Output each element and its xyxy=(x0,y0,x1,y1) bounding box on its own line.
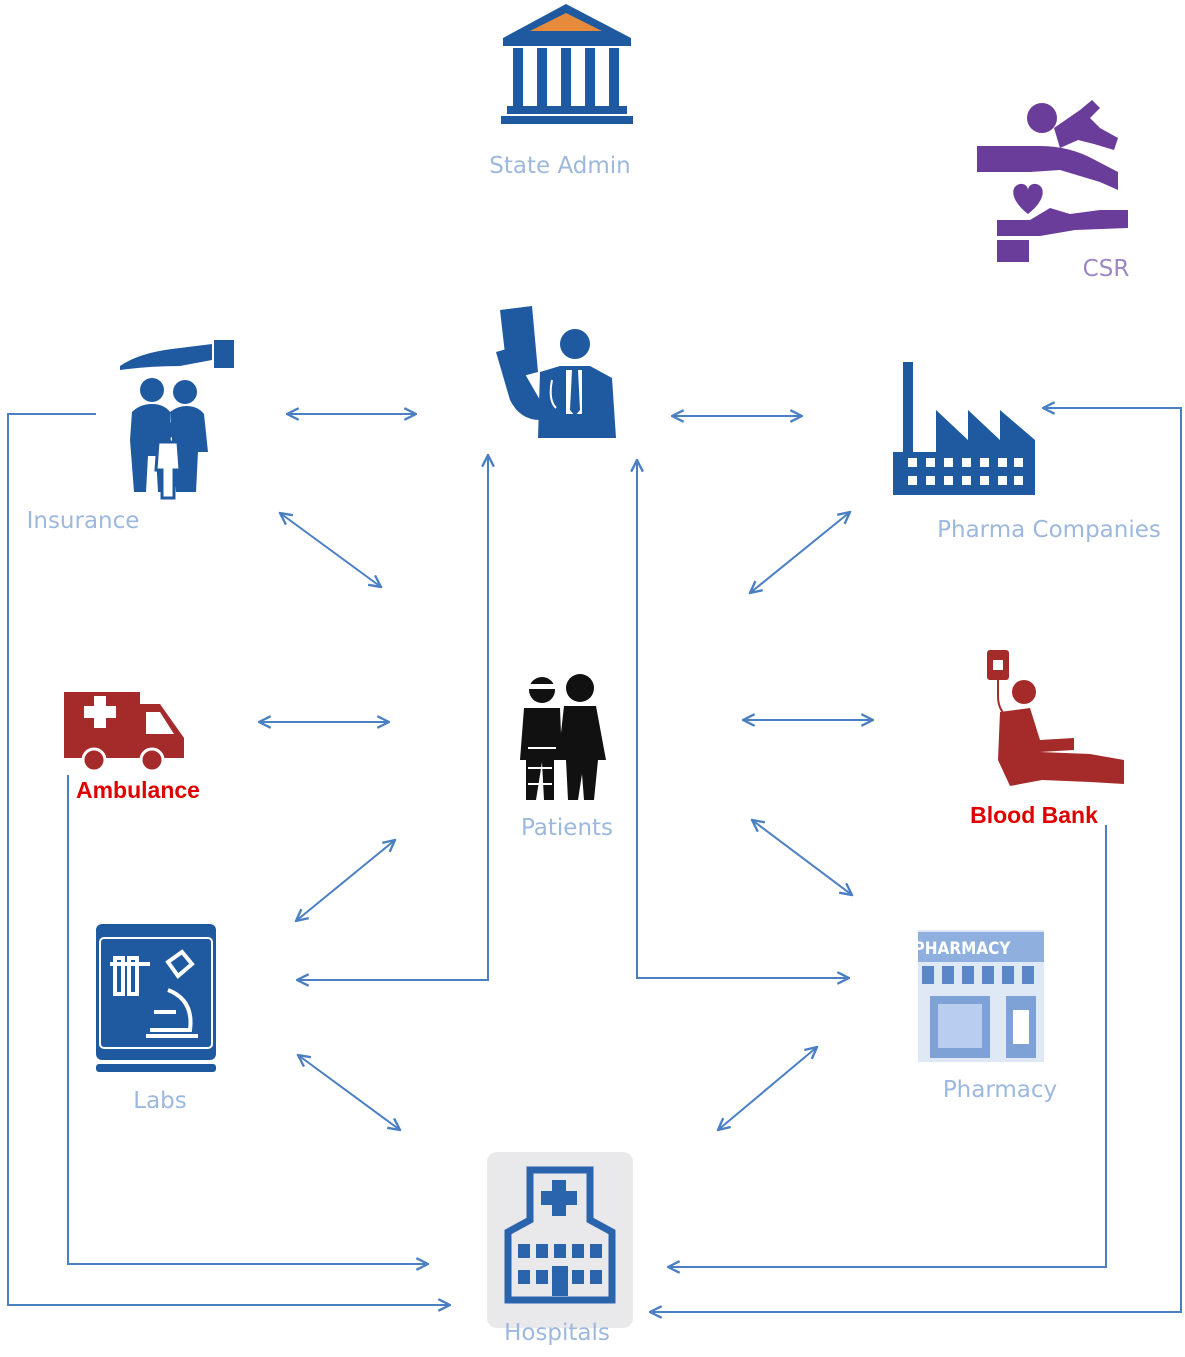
hospital-building-icon xyxy=(487,1152,633,1328)
node-patients[interactable]: Patients xyxy=(520,674,613,841)
connectors xyxy=(7,408,1182,1312)
node-csr[interactable]: CSR xyxy=(977,100,1129,282)
state-admin-label: State Admin xyxy=(489,153,631,179)
csr-label: CSR xyxy=(1083,256,1130,282)
labs-label: Labs xyxy=(133,1088,187,1114)
hospitals-label: Hospitals xyxy=(504,1320,610,1346)
node-hospitals[interactable]: Hospitals xyxy=(487,1152,633,1346)
arrow-labs-patients xyxy=(296,840,395,921)
insurance-label: Insurance xyxy=(27,508,140,534)
arrow-pharma-hospitals xyxy=(650,408,1182,1312)
government-building-icon xyxy=(501,4,633,124)
node-pharma[interactable]: Pharma Companies xyxy=(893,362,1161,543)
node-blood-bank[interactable]: Blood Bank xyxy=(970,650,1124,828)
arrow-ambulance-hospitals xyxy=(67,775,428,1264)
factory-icon xyxy=(893,362,1035,495)
blood-donation-icon xyxy=(987,650,1124,786)
node-doctor[interactable] xyxy=(496,306,616,438)
doctor-xray-icon xyxy=(496,306,616,438)
arrow-pharmacy-hospitals xyxy=(718,1047,817,1130)
arrow-labs-hospitals xyxy=(298,1055,400,1130)
ambulance-icon xyxy=(64,692,184,773)
pharmacy-sign-text: PHARMACY xyxy=(914,939,1012,959)
pharmacy-label: Pharmacy xyxy=(943,1077,1057,1103)
hands-care-icon xyxy=(977,100,1128,262)
ambulance-label: Ambulance xyxy=(76,777,200,803)
patients-label: Patients xyxy=(521,815,613,841)
patients-icon xyxy=(520,674,606,800)
microscope-lab-icon xyxy=(96,924,216,1072)
arrow-insurance-patients xyxy=(280,513,381,587)
node-ambulance[interactable]: Ambulance xyxy=(64,692,200,803)
pharmacy-store-icon: PHARMACY xyxy=(914,930,1044,1062)
pharma-label: Pharma Companies xyxy=(937,517,1161,543)
blood-bank-label: Blood Bank xyxy=(970,802,1098,828)
arrow-patients-pharmacy xyxy=(752,820,852,895)
arrow-insurance-hospitals xyxy=(7,413,450,1305)
family-protection-icon xyxy=(120,340,234,500)
node-pharmacy[interactable]: PHARMACY Pharmacy xyxy=(914,930,1058,1103)
arrow-pharma-patients xyxy=(750,512,850,593)
node-labs[interactable]: Labs xyxy=(96,924,216,1114)
arrow-labs-doctor xyxy=(297,455,488,980)
node-insurance[interactable]: Insurance xyxy=(27,340,234,534)
node-state-admin[interactable]: State Admin xyxy=(489,4,633,179)
